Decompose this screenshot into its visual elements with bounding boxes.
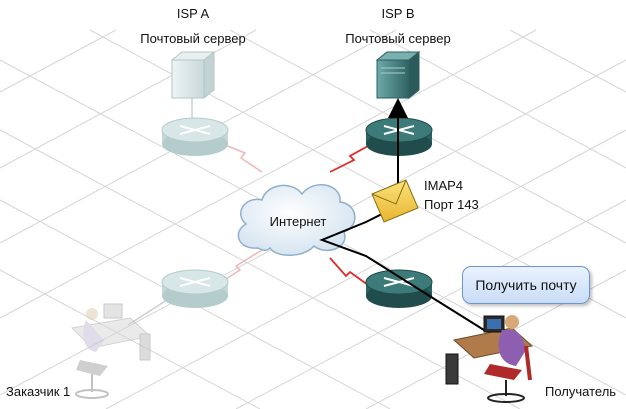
isp-a-router-bottom-icon xyxy=(161,269,229,308)
isp-a-mail-server-icon xyxy=(170,50,216,100)
get-mail-callout: Получить почту xyxy=(462,266,590,304)
protocol-label: IMAP4 xyxy=(424,178,464,193)
isp-b-mail-server-icon xyxy=(375,50,421,100)
client-left-workstation-icon xyxy=(70,303,152,399)
client-right-label: Получатель xyxy=(545,384,617,399)
client-left-label: Заказчик 1 xyxy=(6,384,71,399)
isp-b-wan-links xyxy=(329,145,369,286)
client-right-workstation-icon xyxy=(445,315,534,403)
isp-a-router-top-icon xyxy=(161,117,229,156)
isp-b-router-bottom-icon xyxy=(365,269,433,308)
mail-path xyxy=(319,98,485,331)
isp-a-server-label: Почтовый сервер xyxy=(140,31,246,46)
internet-label: Интернет xyxy=(269,214,327,229)
port-label: Порт 143 xyxy=(424,197,479,212)
isp-a-label: ISP A xyxy=(176,6,210,21)
isp-b-server-label: Почтовый сервер xyxy=(345,31,451,46)
isp-b-label: ISP B xyxy=(381,6,415,21)
envelope-icon xyxy=(371,179,419,223)
